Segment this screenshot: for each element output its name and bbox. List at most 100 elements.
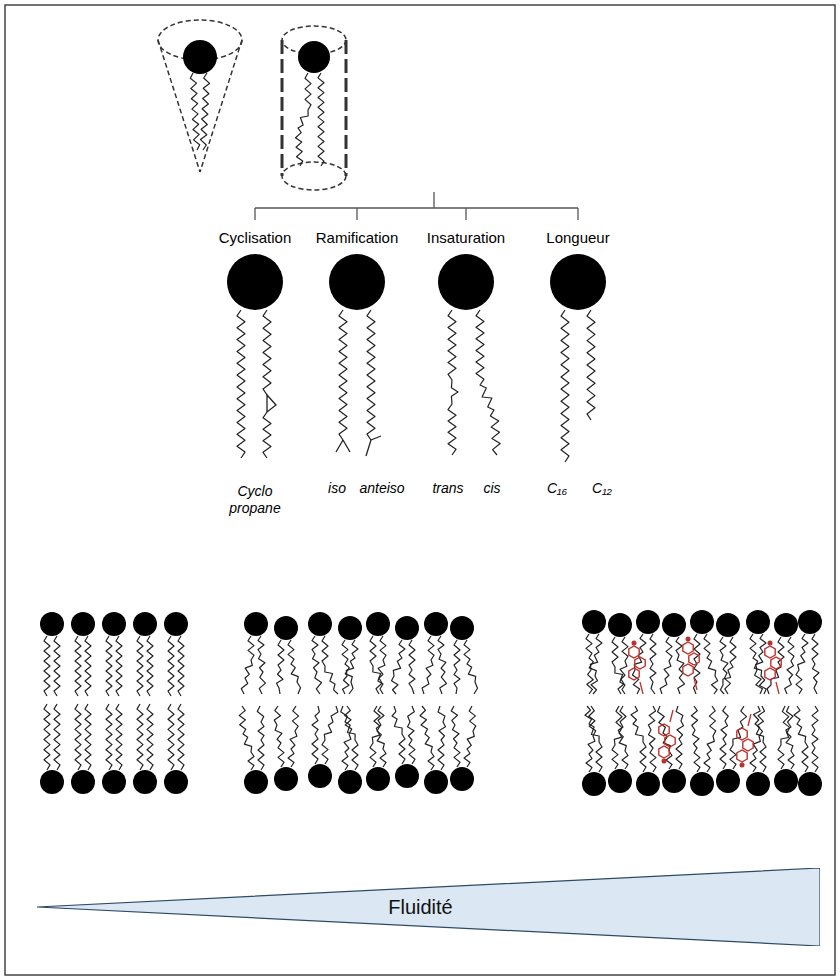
fatty-acid-tail [631, 706, 646, 772]
fatty-acid-tail [343, 640, 359, 694]
lipid-head [636, 772, 660, 796]
lipid-head [662, 613, 686, 637]
fatty-acid-tail [785, 637, 794, 694]
fatty-acid-tail [691, 706, 700, 772]
fatty-acid-tail [755, 634, 766, 694]
fatty-acid-tail [750, 706, 765, 772]
lipid-head [244, 612, 268, 636]
lipid-head [338, 770, 362, 794]
cone-outline [158, 20, 242, 172]
cholesterol-ring [765, 646, 781, 680]
fluidity-wedge: Fluidité [37, 868, 820, 946]
lipid-head [338, 616, 362, 640]
lipid-head [716, 769, 740, 793]
cholesterol-chain [640, 682, 643, 694]
branch [336, 440, 343, 452]
fatty-acid-tail [676, 706, 684, 769]
fatty-acid-tail [44, 636, 50, 696]
lipid-head [424, 770, 448, 794]
lipid-head [298, 41, 330, 73]
fatty-acid-tail [201, 73, 210, 150]
lipid-head [746, 610, 770, 634]
fatty-acid-tail [288, 706, 299, 767]
fatty-acid-tail [85, 636, 91, 696]
fatty-acid-tail [75, 636, 81, 696]
fatty-acid-tail [616, 706, 628, 769]
fatty-acid-tail [420, 706, 434, 770]
branch [366, 440, 371, 456]
fatty-acid-tail [422, 636, 434, 694]
fatty-acid-tail [612, 706, 626, 769]
fatty-acid-tail [288, 640, 301, 694]
fatty-acid-tail [464, 640, 478, 694]
lipid-head [438, 254, 494, 310]
lipid-head [274, 767, 298, 791]
lipid-head [164, 612, 188, 636]
fatty-acid-tail [322, 636, 338, 694]
cholesterol-oh [662, 759, 667, 764]
fatty-acid-tail [263, 310, 271, 395]
cholesterol-ring [737, 728, 753, 762]
fatty-acid-tail [147, 636, 153, 696]
lipid-head [395, 764, 419, 788]
cholesterol-ring [683, 642, 699, 676]
lipid-head [71, 612, 95, 636]
cholesterol-chain [748, 714, 751, 726]
lipid-head [774, 613, 798, 637]
lipid-head [608, 769, 632, 793]
fatty-acid-tail [168, 704, 174, 770]
branch [343, 440, 350, 452]
fatty-acid-tail [438, 636, 447, 694]
fatty-acid-tail [376, 636, 386, 694]
cholesterol-chain [694, 678, 697, 690]
fatty-acid-tail [618, 637, 628, 694]
wedge-label: Fluidité [388, 896, 452, 919]
lipid-head [690, 772, 714, 796]
fatty-acid-tail [106, 704, 112, 770]
cholesterol-ring [629, 646, 645, 680]
fatty-acid-tail [408, 706, 416, 764]
fatty-acid-tail [721, 637, 737, 694]
variant-label: Cyclo propane [223, 483, 287, 517]
fatty-acid-tail [561, 310, 569, 462]
fatty-acid-tail [54, 704, 60, 770]
fatty-acid-tail [464, 706, 476, 767]
fatty-acid-tail [438, 706, 446, 770]
lipid-head [71, 770, 95, 794]
fatty-acid-tail [137, 636, 143, 696]
fatty-acid-tail [409, 640, 415, 694]
fatty-acid-tail [367, 310, 375, 440]
variant-label: C₁₆ [547, 480, 567, 497]
fatty-acid-tail [782, 706, 794, 769]
fatty-acid-tail [339, 310, 347, 440]
cholesterol-ring [659, 724, 675, 758]
fatty-acid-tail [190, 73, 199, 150]
lipid-head [274, 616, 298, 640]
fatty-acid-tail [704, 634, 718, 694]
fatty-acid-tail [85, 704, 91, 770]
fatty-acid-tail [178, 636, 184, 696]
fatty-acid-tail [754, 706, 767, 772]
fatty-acid-tail [318, 73, 324, 166]
branch [371, 436, 381, 440]
fatty-acid-tail [312, 636, 322, 694]
fatty-acid-tail [241, 636, 254, 694]
lipid-head [424, 612, 448, 636]
fatty-acid-tail [257, 706, 264, 770]
fatty-acid-tail [75, 704, 81, 770]
lipid-head [690, 610, 714, 634]
fatty-acid-tail [778, 706, 793, 769]
lipid-head [582, 772, 606, 796]
tree-bracket [255, 192, 578, 220]
fatty-acid-tail [720, 706, 728, 769]
fatty-acid-tail [720, 637, 731, 694]
fatty-acid-tail [750, 634, 766, 694]
lipid-head [662, 769, 686, 793]
fatty-acid-tail [239, 706, 254, 770]
lipid-head [366, 612, 390, 636]
cholesterol-chain [670, 710, 673, 722]
lipid-head [308, 764, 332, 788]
category-label: Ramification [316, 229, 399, 247]
fatty-acid-tail [116, 636, 122, 696]
fatty-acid-tail [277, 640, 285, 694]
